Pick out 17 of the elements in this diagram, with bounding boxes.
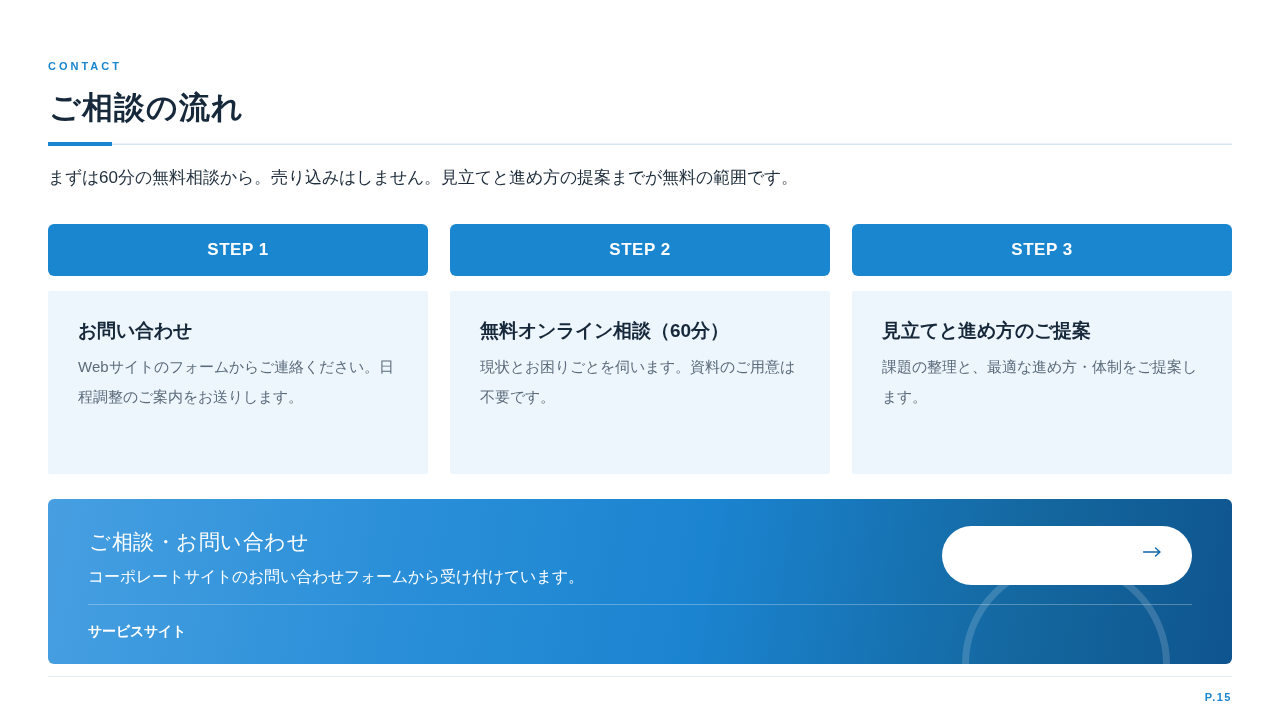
section-kicker: CONTACT xyxy=(48,59,122,73)
lead-text: まずは60分の無料相談から。売り込みはしません。見立てと進め方の提案までが無料の範囲です。 xyxy=(48,167,798,189)
card-description: 課題の整理と、最適な進め方・体制をご提案します。 xyxy=(882,357,1198,407)
page-number: P.15 xyxy=(1203,690,1232,704)
banner-heading: ご相談・お問い合わせ xyxy=(89,529,309,555)
card-heading: お問い合わせ xyxy=(78,319,192,343)
step-header: STEP 2 xyxy=(450,224,830,276)
contact-banner xyxy=(48,499,1232,664)
card-description: Webサイトのフォームからご連絡ください。日程調整のご案内をお送りします。 xyxy=(78,357,395,407)
step-header: STEP 3 xyxy=(852,224,1232,276)
card-heading: 無料オンライン相談（60分） xyxy=(480,319,730,343)
step-header: STEP 1 xyxy=(48,224,428,276)
card-description: 現状とお困りごとを伺います。資料のご用意は不要です。 xyxy=(480,357,796,407)
slide-title: ご相談の流れ xyxy=(49,89,244,127)
site-label: サービスサイト xyxy=(88,622,186,641)
banner-text: コーポレートサイトのお問い合わせフォームから受け付けています。 xyxy=(88,567,584,587)
card-heading: 見立てと進め方のご提案 xyxy=(882,319,1091,343)
